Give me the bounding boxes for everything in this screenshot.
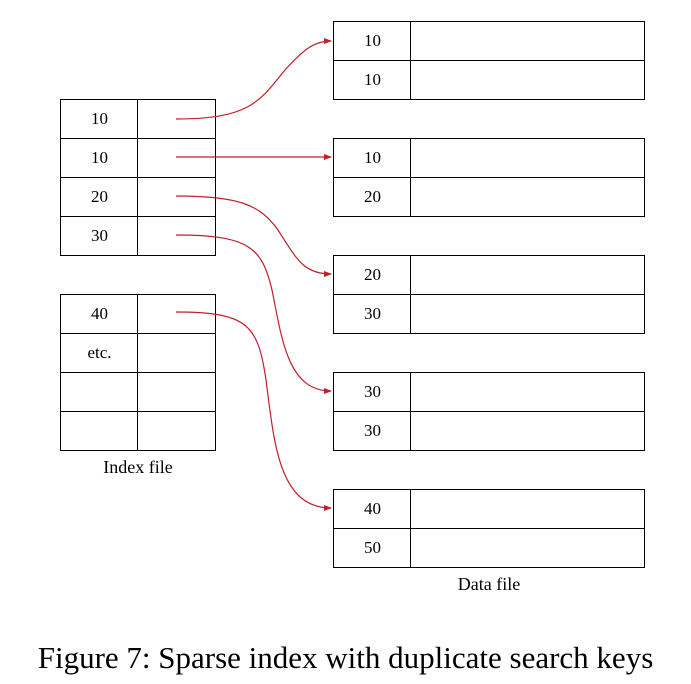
data-record-cell	[410, 489, 645, 529]
data-key-cell: 20	[333, 177, 412, 217]
index-key-cell	[60, 372, 139, 412]
figure-caption: Figure 7: Sparse index with duplicate se…	[37, 640, 654, 675]
data-record-cell	[410, 255, 645, 295]
pointer-arrow	[175, 234, 332, 394]
data-key-cell: 10	[333, 21, 412, 61]
index-pointer-cell	[137, 333, 216, 373]
data-key-cell: 20	[333, 255, 412, 295]
index-key-cell	[60, 411, 139, 451]
index-pointer-cell	[137, 411, 216, 451]
data-key-cell: 10	[333, 138, 412, 178]
index-key-cell: 30	[60, 216, 139, 256]
data-record-cell	[410, 411, 645, 451]
index-file-label: Index file	[103, 457, 173, 477]
data-record-cell	[410, 177, 645, 217]
data-key-cell: 30	[333, 294, 412, 334]
data-record-cell	[410, 528, 645, 568]
pointer-arrow	[175, 38, 332, 120]
pointer-arrow	[175, 311, 332, 511]
data-file-label: Data file	[457, 574, 521, 594]
data-record-cell	[410, 60, 645, 100]
index-key-cell: etc.	[60, 333, 139, 373]
pointer-arrow	[175, 195, 332, 277]
data-record-cell	[410, 138, 645, 178]
data-key-cell: 30	[333, 411, 412, 451]
index-pointer-cell	[137, 294, 216, 334]
data-key-cell: 30	[333, 372, 412, 412]
data-record-cell	[410, 294, 645, 334]
data-key-cell: 40	[333, 489, 412, 529]
index-key-cell: 10	[60, 99, 139, 139]
